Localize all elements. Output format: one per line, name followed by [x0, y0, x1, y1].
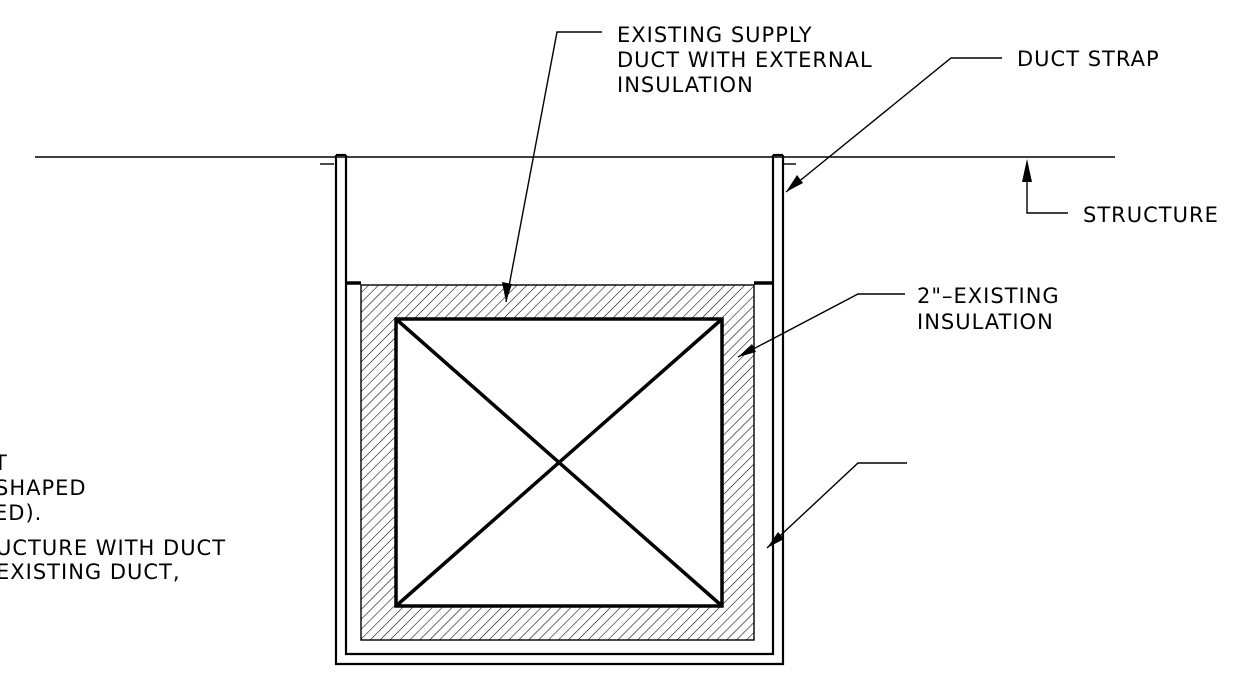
duct-strap-leader	[785, 57, 1002, 193]
supply-duct-label: EXISTING SUPPLY DUCT WITH EXTERNAL INSUL…	[617, 23, 880, 97]
supply-duct-leader	[502, 31, 602, 303]
insulation-label: 2"–EXISTING INSULATION	[917, 284, 1067, 334]
structure-leader	[1022, 159, 1068, 214]
duct-strap-label: DUCT STRAP	[1017, 47, 1160, 71]
clipped-note: T SHAPED ED). UCTURE WITH DUCT EXISTING …	[0, 451, 234, 584]
strap-detail-leader	[766, 462, 907, 549]
structure-label: STRUCTURE	[1083, 203, 1219, 227]
existing-supply-duct	[394, 317, 724, 608]
insulation-leader	[737, 293, 905, 358]
